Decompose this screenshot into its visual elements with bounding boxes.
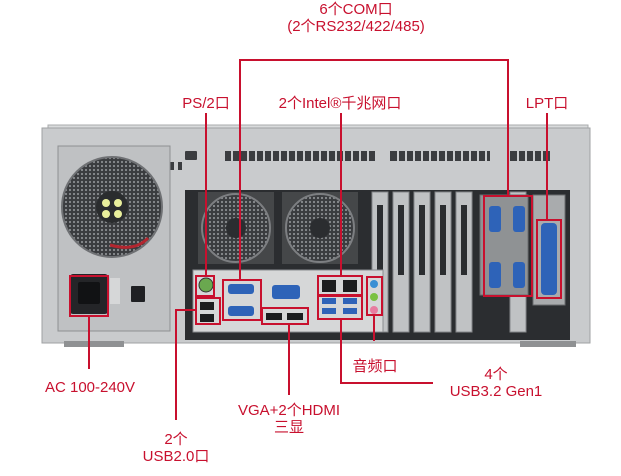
com-leader — [239, 59, 509, 280]
usb-port-icon — [343, 298, 357, 304]
com-label-line1: 6个COM口 — [319, 1, 393, 18]
usb3-label-line2: USB3.2 Gen1 — [449, 383, 543, 400]
usb-port-icon — [200, 314, 214, 322]
system-fans — [198, 192, 358, 264]
usb2-leader — [175, 309, 196, 420]
display-highlight — [261, 307, 309, 325]
audio-jack-icon — [370, 306, 378, 314]
chassis-foot-left — [64, 341, 124, 347]
usb-port-icon — [322, 308, 336, 314]
parallel-port-icon — [541, 223, 557, 295]
usb3-leader — [340, 319, 433, 384]
audio-jack-icon — [370, 280, 378, 288]
com-card — [479, 194, 529, 296]
usb-port-icon — [200, 302, 214, 310]
power-label: AC 100-240V — [44, 379, 136, 396]
com-label-line2: (2个RS232/422/485) — [287, 18, 425, 35]
audio-jack-icon — [370, 293, 378, 301]
chassis-foot-right — [520, 341, 576, 347]
ps2-port-icon — [198, 277, 214, 293]
ps2-label: PS/2口 — [182, 95, 230, 112]
power-switch-icon — [131, 286, 145, 302]
usb-port-icon — [322, 298, 336, 304]
serial-port-icon — [489, 206, 501, 232]
power-supply — [57, 145, 171, 332]
rj45-port-icon — [322, 280, 336, 292]
io-plate — [192, 269, 384, 333]
usb2-label-line1: 2个 — [164, 431, 188, 448]
serial-port-icon — [228, 306, 254, 316]
display-label-line1: VGA+2个HDMI — [237, 402, 341, 419]
hdmi-port-icon — [266, 313, 282, 320]
com-label: 6个COM口 (2个RS232/422/485) — [256, 1, 456, 35]
serial-port-icon — [489, 262, 501, 288]
lpt-label: LPT口 — [525, 95, 569, 112]
display-label-line2: 三显 — [273, 419, 304, 436]
audio-label: 音频口 — [352, 358, 398, 375]
lan-label: 2个Intel®千兆网口 — [278, 95, 402, 112]
usb3-label-line1: 4个 — [484, 366, 508, 383]
leader-lines — [88, 59, 548, 420]
vent-slots — [170, 151, 550, 170]
serial-port-icon — [513, 262, 525, 288]
usb-port-icon — [343, 308, 357, 314]
lpt-card — [532, 194, 566, 306]
hdmi-port-icon — [287, 313, 303, 320]
serial-port-icon — [228, 284, 254, 294]
display-label: VGA+2个HDMI 三显 — [224, 402, 354, 436]
slot-cutouts — [377, 205, 467, 275]
usb2-label: 2个 USB2.0口 — [126, 431, 226, 465]
vga-port-icon — [272, 285, 300, 299]
vent-slot-dividers — [231, 151, 543, 161]
com-io-highlight — [222, 279, 262, 321]
usb3-label: 4个 USB3.2 Gen1 — [436, 366, 556, 400]
serial-port-icon — [513, 206, 525, 232]
usb2-label-line2: USB2.0口 — [142, 448, 210, 465]
lpt-highlight — [536, 219, 562, 299]
rj45-port-icon — [343, 280, 357, 292]
